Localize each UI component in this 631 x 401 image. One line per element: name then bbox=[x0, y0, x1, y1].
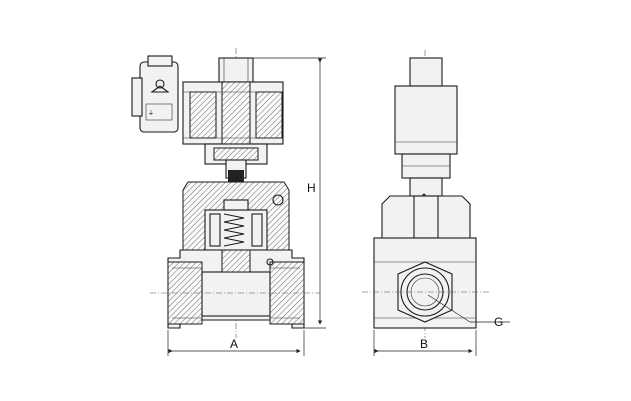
thread-leader bbox=[427, 294, 510, 323]
dimension-h bbox=[253, 57, 326, 329]
dimension-a bbox=[167, 330, 305, 356]
svg-text:⏚: ⏚ bbox=[148, 110, 154, 117]
dimension-h-label: H bbox=[307, 181, 316, 195]
dimension-b-label: B bbox=[420, 337, 428, 351]
bonnet-section bbox=[213, 147, 259, 161]
dimension-a-label: A bbox=[230, 337, 238, 351]
side-view bbox=[362, 50, 490, 338]
thread-g-label: G bbox=[494, 315, 503, 329]
stem-nut bbox=[218, 57, 254, 83]
valve-seat-seal bbox=[228, 170, 244, 184]
side-coil-housing bbox=[394, 85, 458, 155]
coil-winding-right bbox=[255, 91, 283, 139]
front-section-view: ⏚ bbox=[131, 48, 320, 338]
side-stem-nut bbox=[409, 57, 443, 87]
coil-winding-left bbox=[189, 91, 217, 139]
din-connector: ⏚ bbox=[131, 55, 179, 133]
side-plug bbox=[272, 194, 284, 206]
dimension-b bbox=[373, 330, 477, 356]
armature-tube bbox=[221, 81, 251, 145]
spring bbox=[223, 213, 245, 247]
flow-channel bbox=[201, 271, 271, 317]
